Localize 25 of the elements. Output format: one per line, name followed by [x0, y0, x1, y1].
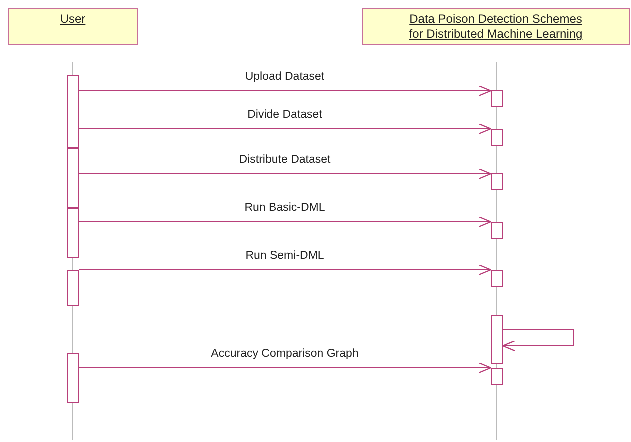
message-arrow — [78, 216, 492, 228]
lifeline-head — [8, 8, 138, 45]
activation-bar — [491, 315, 503, 364]
activation-bar — [491, 222, 503, 239]
message-arrow — [502, 330, 574, 352]
message-arrow — [78, 85, 492, 97]
activation-bar — [67, 208, 79, 258]
activation-bar — [67, 353, 79, 403]
participant-name: Data Poison Detection Schemes for Distributed Machine Learning — [408, 12, 584, 42]
lifeline-head — [362, 8, 630, 45]
message-label: Accuracy Comparison Graph — [210, 348, 360, 361]
activation-bar — [67, 148, 79, 208]
message-arrow — [78, 123, 492, 135]
message-arrow — [78, 264, 492, 276]
activation-bar — [67, 270, 79, 306]
participant-name: User — [60, 12, 86, 27]
activation-bar — [491, 173, 503, 190]
activation-bar — [67, 75, 79, 148]
message-label: Upload Dataset — [244, 71, 326, 84]
message-arrow — [78, 168, 492, 180]
activation-bar — [491, 368, 503, 385]
activation-bar — [491, 270, 503, 287]
activation-bar — [491, 129, 503, 146]
activation-bar — [491, 90, 503, 107]
message-arrow — [78, 362, 492, 374]
